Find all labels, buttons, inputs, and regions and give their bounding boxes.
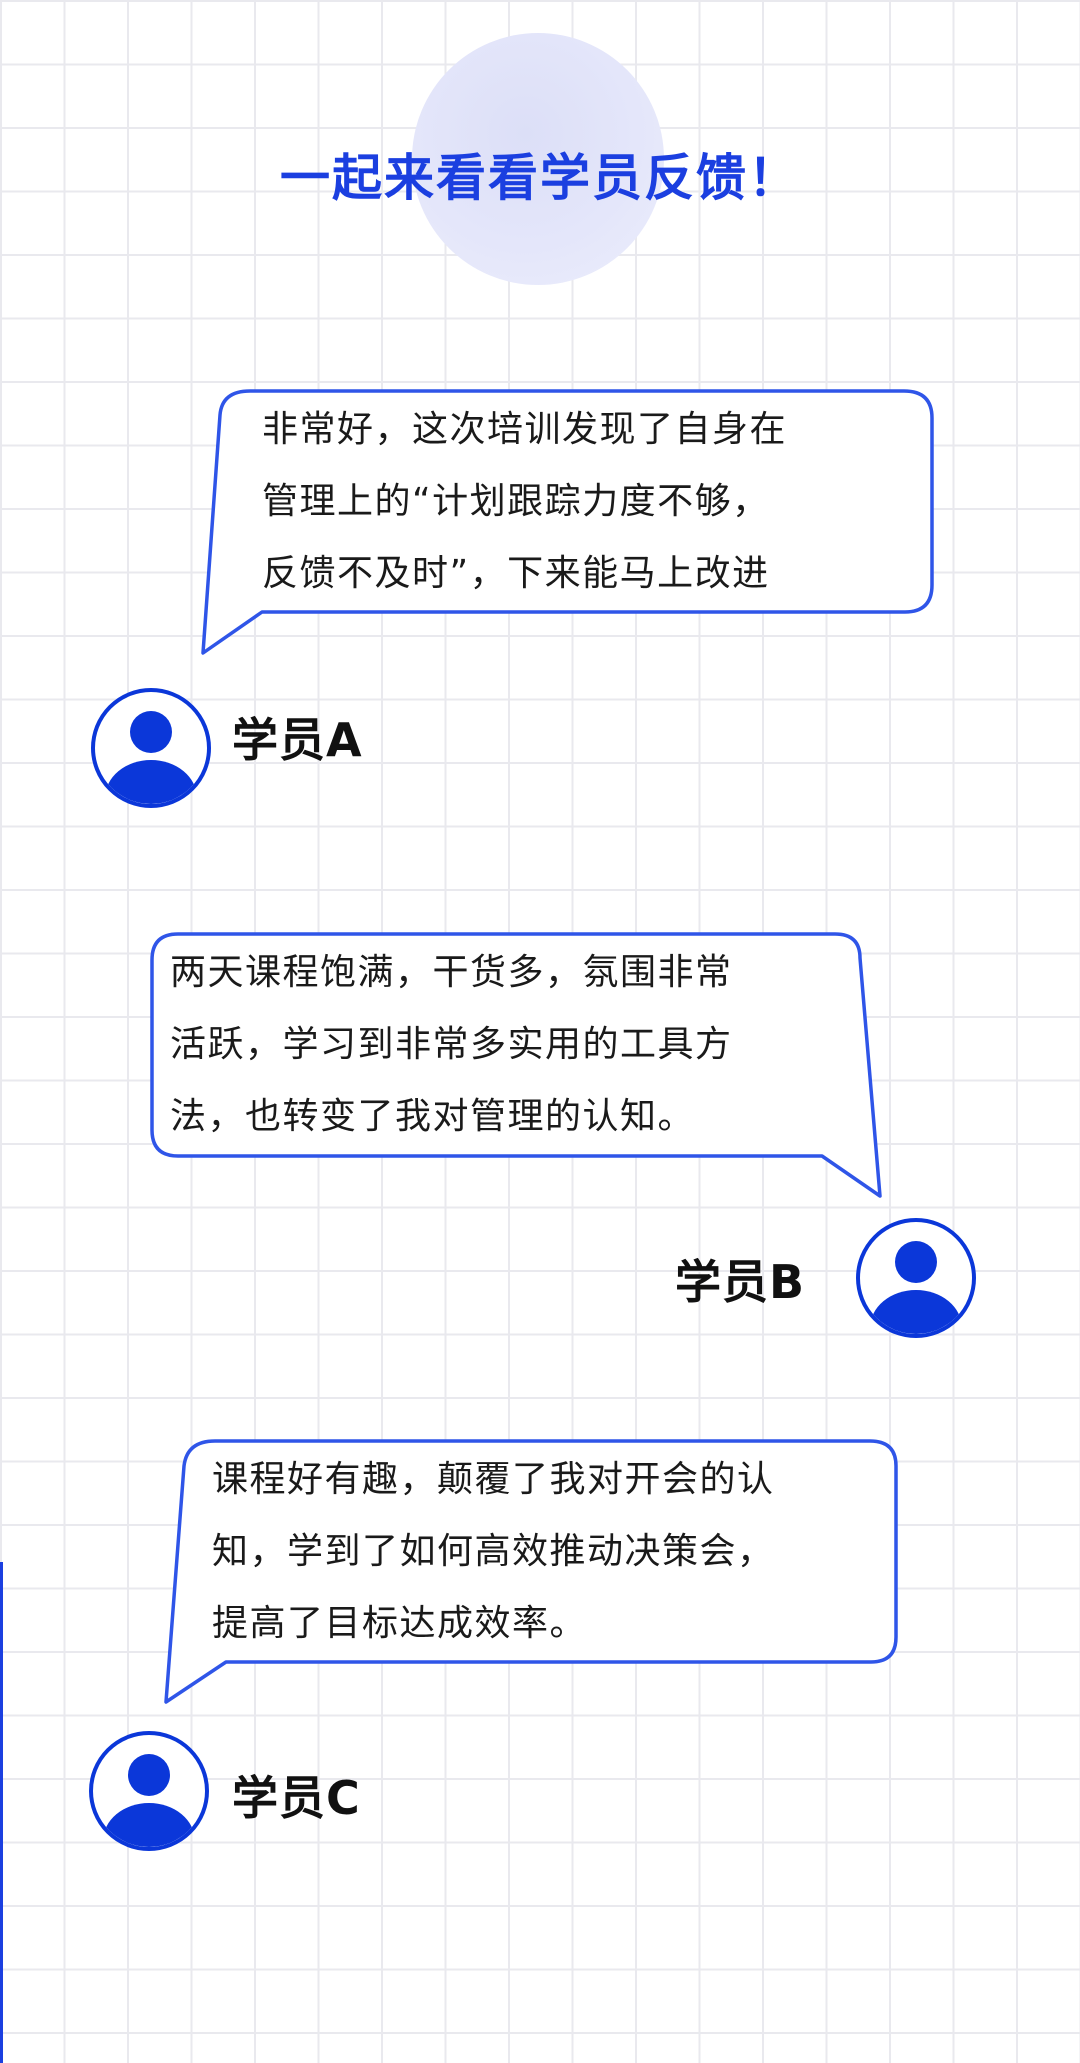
feedback-c-text: 课程好有趣，颠覆了我对开会的认 知，学到了如何高效推动决策会， 提高了目标达成效…	[212, 1444, 896, 1660]
feedback-b-line-3: 法，也转变了我对管理的认知。	[170, 1096, 696, 1137]
feedback-c-line-3: 提高了目标达成效率。	[212, 1603, 588, 1644]
feedback-c-line-2: 知，学到了如何高效推动决策会，	[212, 1531, 775, 1572]
speech-bubble-a: 非常好，这次培训发现了自身在 管理上的“计划跟踪力度不够， 反馈不及时”，下来能…	[0, 0, 1080, 700]
speech-bubble-b-outline	[150, 932, 882, 1198]
feedback-b-line-2: 活跃，学习到非常多实用的工具方	[170, 1024, 733, 1065]
user-avatar-icon	[856, 1218, 976, 1338]
feedback-a-line-3: 反馈不及时”，下来能马上改进	[262, 553, 770, 594]
student-name-b: 学员B	[675, 1255, 806, 1309]
user-avatar-icon	[89, 1731, 209, 1851]
feedback-b-line-1: 两天课程饱满，干货多，氛围非常	[170, 952, 733, 993]
speech-bubble-a-outline	[201, 389, 934, 655]
speech-bubble-c: 课程好有趣，颠覆了我对开会的认 知，学到了如何高效推动决策会， 提高了目标达成效…	[164, 1439, 898, 1704]
feedback-c-line-1: 课程好有趣，颠覆了我对开会的认	[212, 1459, 775, 1500]
feedback-b-text: 两天课程饱满，干货多，氛围非常 活跃，学习到非常多实用的工具方 法，也转变了我对…	[170, 937, 860, 1153]
speech-bubble-b: 两天课程饱满，干货多，氛围非常 活跃，学习到非常多实用的工具方 法，也转变了我对…	[150, 932, 882, 1198]
feedback-a-line-1: 非常好，这次培训发现了自身在	[262, 409, 788, 450]
feedback-a-text: 非常好，这次培训发现了自身在 管理上的“计划跟踪力度不够， 反馈不及时”，下来能…	[262, 394, 922, 610]
title-glow-circle	[412, 33, 664, 285]
feedback-a-line-2: 管理上的“计划跟踪力度不够，	[262, 481, 770, 522]
student-name-a: 学员A	[232, 713, 363, 767]
left-edge-accent	[0, 1562, 3, 2063]
page-title: 一起来看看学员反馈！	[280, 149, 800, 207]
title-section: 一起来看看学员反馈！	[0, 0, 1080, 300]
student-name-c: 学员C	[232, 1771, 361, 1825]
speech-bubble-c-outline	[164, 1439, 898, 1704]
user-avatar-icon	[91, 688, 211, 808]
